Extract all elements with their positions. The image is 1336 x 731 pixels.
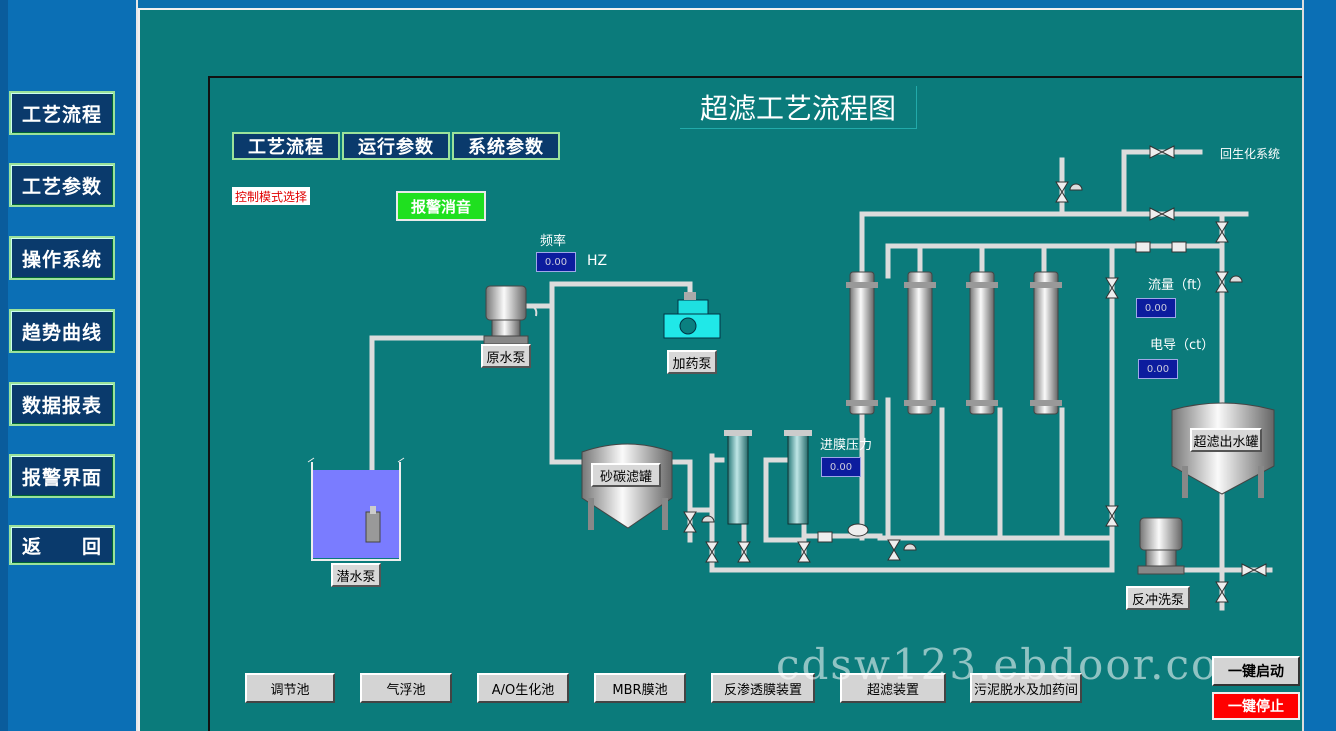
one-key-start-button[interactable]: 一键启动: [1212, 656, 1300, 686]
nav-data-report[interactable]: 数据报表: [9, 382, 115, 426]
dosing-pump-symbol: [663, 292, 721, 339]
nav-process-params[interactable]: 工艺参数: [9, 163, 115, 207]
nav-trend-curve[interactable]: 趋势曲线: [9, 309, 115, 353]
nav-return[interactable]: 返 回: [9, 525, 115, 565]
uf-tank-label[interactable]: 超滤出水罐: [1190, 428, 1262, 452]
freq-label: 频率: [540, 234, 567, 249]
control-mode-select[interactable]: 控制模式选择: [232, 187, 311, 205]
left-edge: [0, 0, 8, 731]
pressure-value: 0.00: [821, 457, 861, 477]
right-strip: [1302, 0, 1336, 731]
nav-sludge-dewatering[interactable]: 污泥脱水及加药间: [970, 673, 1082, 703]
flow-value: 0.00: [1136, 298, 1176, 318]
nav-mbr-tank[interactable]: MBR膜池: [594, 673, 686, 703]
submersible-tank: [307, 457, 405, 561]
tab-process-flow[interactable]: 工艺流程: [232, 132, 340, 160]
backwash-pump-label[interactable]: 反冲洗泵: [1126, 586, 1190, 610]
tab-run-params[interactable]: 运行参数: [342, 132, 450, 160]
nav-operation-system[interactable]: 操作系统: [9, 236, 115, 280]
freq-unit: HZ: [587, 253, 608, 269]
nav-regulating-tank[interactable]: 调节池: [245, 673, 335, 703]
tab-system-params[interactable]: 系统参数: [452, 132, 560, 160]
pressure-label: 进膜压力: [820, 438, 873, 453]
conductivity-value: 0.00: [1138, 359, 1178, 379]
flow-label: 流量（ft）: [1148, 278, 1210, 293]
alarm-mute-button[interactable]: 报警消音: [396, 191, 486, 221]
nav-ao-bio-tank[interactable]: A/O生化池: [477, 673, 569, 703]
cartridge-filters: [724, 430, 812, 525]
nav-air-flotation[interactable]: 气浮池: [360, 673, 452, 703]
nav-alarm-screen[interactable]: 报警界面: [9, 454, 115, 498]
uf-membranes: [846, 271, 1062, 415]
sand-filter-label[interactable]: 砂碳滤罐: [591, 463, 661, 487]
nav-process-flow[interactable]: 工艺流程: [9, 91, 115, 135]
sand-filter-tank: [581, 443, 673, 530]
raw-pump-symbol: [483, 285, 538, 345]
conductivity-label: 电导（ct）: [1150, 338, 1215, 353]
nav-uf-device[interactable]: 超滤装置: [840, 673, 946, 703]
regen-system-label: 回生化系统: [1220, 147, 1281, 161]
dosing-pump-label[interactable]: 加药泵: [667, 350, 717, 374]
submersible-pump-label[interactable]: 潜水泵: [331, 563, 381, 587]
raw-pump-label[interactable]: 原水泵: [481, 344, 531, 368]
nav-ro-device[interactable]: 反渗透膜装置: [711, 673, 815, 703]
one-key-stop-button[interactable]: 一键停止: [1212, 692, 1300, 720]
page-title: 超滤工艺流程图: [680, 86, 917, 129]
backwash-pump-symbol: [1137, 517, 1185, 575]
process-frame: [208, 76, 1306, 731]
freq-value: 0.00: [536, 252, 576, 272]
watermark: cdsw123.ebdoor.com: [776, 640, 1261, 689]
